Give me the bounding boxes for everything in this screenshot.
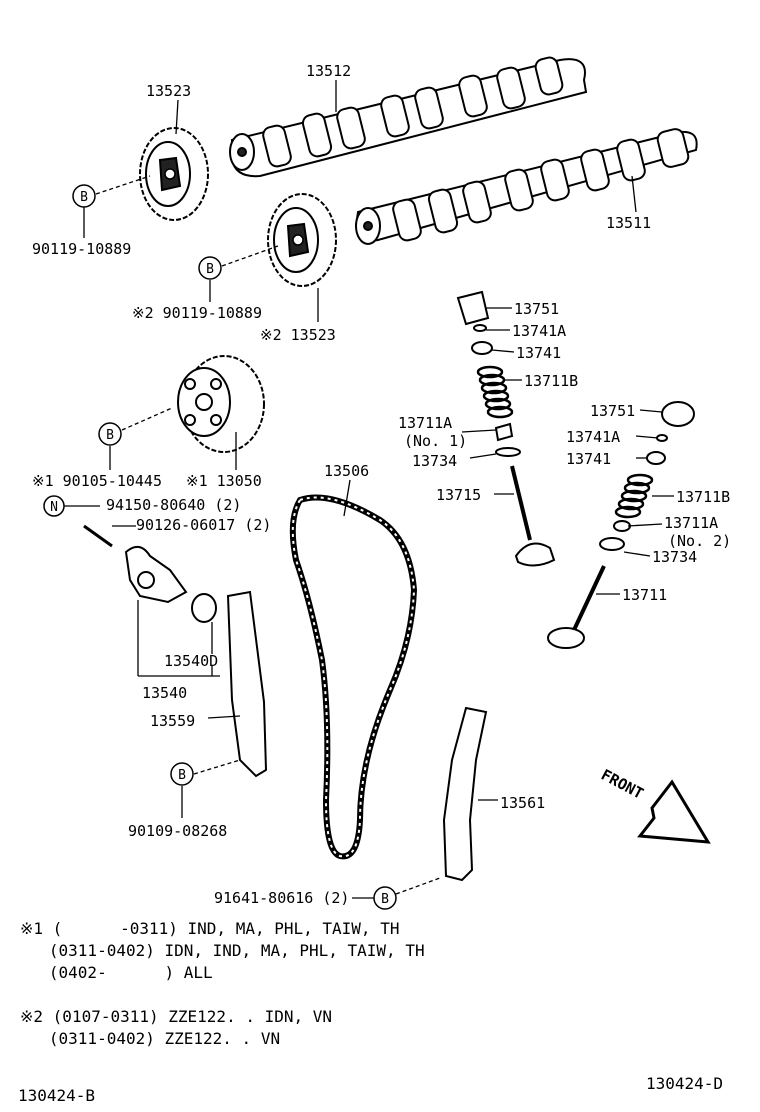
label-13050: ※1 13050 (186, 472, 262, 490)
marker-b-1-text: B (80, 190, 88, 205)
chain-tensioner-13540 (124, 545, 217, 623)
label-13559: 13559 (150, 712, 195, 730)
valve-assembly-2 (547, 401, 695, 649)
label-13511: 13511 (606, 214, 651, 232)
front-label: FRONT (598, 766, 646, 803)
label-13711B-2: 13711B (676, 488, 730, 506)
sprocket-13523-alt (267, 193, 337, 287)
label-90119-10889-alt: ※2 90119-10889 (132, 304, 262, 322)
label-13506: 13506 (324, 462, 369, 480)
label-90109-08268: 90109-08268 (128, 822, 227, 840)
sprocket-13523 (139, 127, 209, 221)
label-91641-80616: 91641-80616 (2) (214, 889, 349, 907)
note-1-line-1: ※1 ( -0311) IND, MA, PHL, TAIW, TH (20, 919, 400, 938)
label-13734-2: 13734 (652, 548, 697, 566)
marker-b-2-text: B (206, 262, 214, 277)
chain-slipper-13559 (226, 590, 268, 778)
label-13711A-1: 13711A (398, 414, 452, 432)
label-13711A-2: 13711A (664, 514, 718, 532)
label-13540: 13540 (142, 684, 187, 702)
label-13711A-2-no: (No. 2) (668, 532, 731, 550)
marker-b-4-text: B (178, 768, 186, 783)
label-13540D: 13540D (164, 652, 218, 670)
label-13741A-2: 13741A (566, 428, 620, 446)
vvt-gear-13050 (177, 355, 265, 453)
label-13734-1: 13734 (412, 452, 457, 470)
leader-lines (64, 80, 674, 899)
marker-b-2: B (198, 256, 222, 280)
label-13741-2: 13741 (566, 450, 611, 468)
note-2-line-2: (0311-0402) ZZE122. . VN (20, 1029, 281, 1048)
label-94150-80640: 94150-80640 (2) (106, 496, 241, 514)
label-13512: 13512 (306, 62, 351, 80)
marker-n-text: N (50, 500, 58, 515)
label-90119-10889: 90119-10889 (32, 240, 131, 258)
label-13751-2: 13751 (590, 402, 635, 420)
figure-code-left: 130424-B (18, 1086, 96, 1105)
figure-code-right: 130424-D (646, 1074, 724, 1093)
label-13741A-1: 13741A (512, 322, 566, 340)
note-2-line-1: ※2 (0107-0311) ZZE122. . IDN, VN (20, 1007, 333, 1026)
bolts (83, 524, 113, 548)
marker-b-3-text: B (106, 428, 114, 443)
marker-n: N (43, 495, 65, 517)
label-13561: 13561 (500, 794, 545, 812)
chain-guide-13561 (442, 706, 488, 882)
marker-b-5: B (373, 886, 397, 910)
label-90105-10445: ※1 90105-10445 (32, 472, 162, 490)
camshaft-13512 (229, 56, 588, 178)
front-arrow-icon (637, 779, 711, 844)
camshaft-13511 (354, 128, 698, 245)
marker-b-3: B (98, 422, 122, 446)
label-13741-1: 13741 (516, 344, 561, 362)
label-13711B-1: 13711B (524, 372, 578, 390)
timing-chain-13506 (289, 494, 418, 860)
marker-b-5-text: B (381, 892, 389, 907)
note-1-line-3: (0402- ) ALL (20, 963, 213, 982)
label-13711A-1-no: (No. 1) (404, 432, 467, 450)
label-90126-06017: 90126-06017 (2) (136, 516, 271, 534)
label-13715: 13715 (436, 486, 481, 504)
marker-b-4: B (170, 762, 194, 786)
footnotes: ※1 ( -0311) IND, MA, PHL, TAIW, TH (0311… (20, 918, 425, 1050)
note-1-line-2: (0311-0402) IDN, IND, MA, PHL, TAIW, TH (20, 941, 425, 960)
label-13751-1: 13751 (514, 300, 559, 318)
label-13523: 13523 (146, 82, 191, 100)
marker-b-1: B (72, 184, 96, 208)
label-13523-alt: ※2 13523 (260, 326, 336, 344)
label-13711: 13711 (622, 586, 667, 604)
valve-assembly-1 (456, 290, 556, 567)
